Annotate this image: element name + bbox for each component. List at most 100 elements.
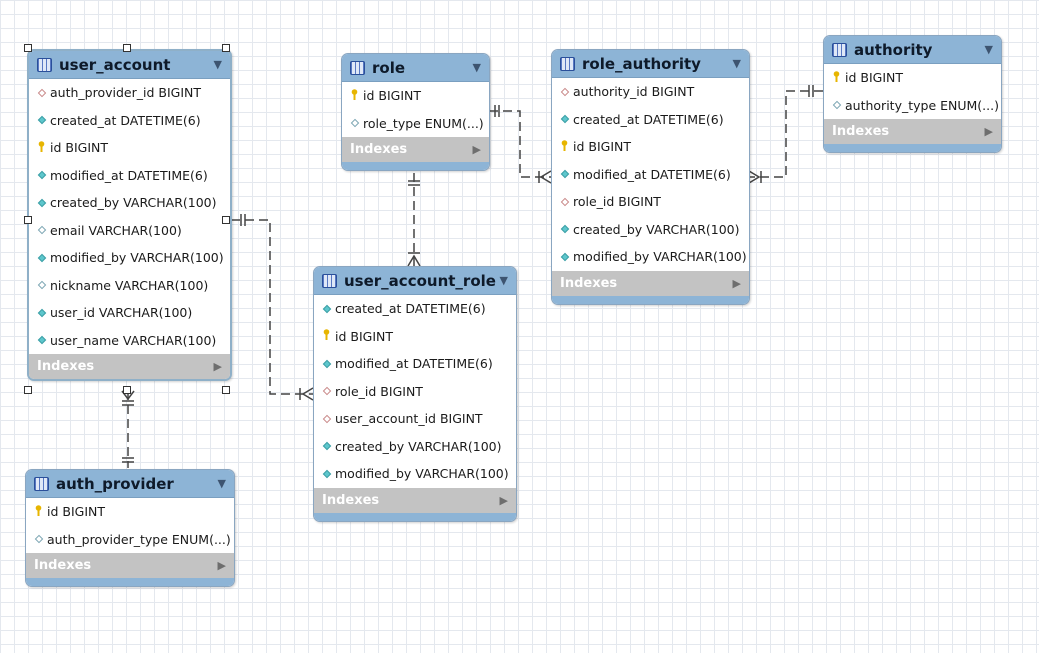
foreign-key-diamond-icon [321,387,332,396]
column-row[interactable]: modified_at DATETIME(6) [314,350,516,378]
expand-arrow-icon[interactable]: ▶ [472,143,481,156]
resize-handle-n[interactable] [123,44,131,52]
resize-handle-e[interactable] [222,216,230,224]
column-row[interactable]: id BIGINT [29,134,230,162]
not-null-diamond-icon [36,198,47,207]
primary-key-icon [321,329,332,343]
collapse-arrow-icon[interactable]: ▼ [217,477,226,490]
expand-arrow-icon[interactable]: ▶ [984,125,993,138]
collapse-arrow-icon[interactable]: ▼ [499,274,508,287]
resize-handle-w[interactable] [24,216,32,224]
table-name: role_authority [582,54,701,73]
table-footer [552,295,749,304]
indexes-section[interactable]: Indexes ▶ [29,354,230,379]
column-label: user_account_id BIGINT [335,411,483,427]
table-header[interactable]: auth_provider ▼ [26,470,234,498]
column-label: created_at DATETIME(6) [573,111,724,127]
primary-key-icon [559,139,570,154]
connector-role-to-role-authority[interactable] [489,110,551,178]
column-row[interactable]: nickname VARCHAR(100) [29,272,230,300]
resize-handle-se[interactable] [222,386,230,394]
collapse-arrow-icon[interactable]: ▼ [472,61,481,74]
connector-authority-to-role-authority[interactable] [749,90,823,178]
table-role-authority[interactable]: role_authority ▼ authority_id BIGINT crea… [551,49,750,305]
column-label: user_id VARCHAR(100) [50,305,193,321]
table-footer [314,512,516,521]
column-label: created_by VARCHAR(100) [335,438,502,454]
indexes-section[interactable]: Indexes ▶ [824,119,1001,144]
column-row[interactable]: id BIGINT [26,498,234,526]
column-row[interactable]: modified_at DATETIME(6) [552,161,749,189]
expand-arrow-icon[interactable]: ▶ [217,559,226,572]
indexes-label: Indexes [832,124,890,139]
collapse-arrow-icon[interactable]: ▼ [213,58,222,71]
resize-handle-ne[interactable] [222,44,230,52]
column-row[interactable]: id BIGINT [552,133,749,161]
column-row[interactable]: user_id VARCHAR(100) [29,299,230,327]
column-row[interactable]: created_by VARCHAR(100) [314,433,516,461]
column-label: authority_id BIGINT [573,84,695,100]
expand-arrow-icon[interactable]: ▶ [499,493,508,507]
column-row[interactable]: role_id BIGINT [552,188,749,216]
indexes-section[interactable]: Indexes ▶ [552,270,749,296]
collapse-arrow-icon[interactable]: ▼ [732,57,741,70]
indexes-section[interactable]: Indexes ▶ [314,487,516,513]
table-footer [342,162,489,170]
nullable-diamond-icon [349,119,360,128]
table-user-account[interactable]: user_account ▼ auth_provider_id BIGINT cr… [27,49,232,381]
column-row[interactable]: modified_by VARCHAR(100) [29,244,230,272]
column-row[interactable]: created_at DATETIME(6) [552,106,749,134]
column-label: auth_provider_id BIGINT [50,85,201,101]
column-row[interactable]: user_name VARCHAR(100) [29,327,230,355]
column-row[interactable]: created_by VARCHAR(100) [29,189,230,217]
column-row[interactable]: id BIGINT [314,323,516,351]
column-row[interactable]: user_account_id BIGINT [314,405,516,433]
table-header[interactable]: user_account ▼ [29,51,230,79]
nullable-diamond-icon [36,281,47,290]
indexes-section[interactable]: Indexes ▶ [26,553,234,578]
column-row[interactable]: modified_by VARCHAR(100) [314,460,516,488]
column-row[interactable]: authority_id BIGINT [552,78,749,106]
column-row[interactable]: email VARCHAR(100) [29,217,230,245]
primary-key-icon [36,140,47,155]
primary-key-icon [33,504,44,519]
column-row[interactable]: modified_by VARCHAR(100) [552,243,749,271]
expand-arrow-icon[interactable]: ▶ [732,276,741,290]
expand-arrow-icon[interactable]: ▶ [213,360,222,373]
table-icon [34,476,49,491]
connector-user-account-to-user-account-role[interactable] [231,219,313,395]
table-name: authority [854,40,933,59]
table-header[interactable]: user_account_role ▼ [314,267,516,295]
resize-handle-sw[interactable] [24,386,32,394]
column-row[interactable]: authority_type ENUM(...) [824,92,1001,120]
column-row[interactable]: role_id BIGINT [314,378,516,406]
column-row[interactable]: id BIGINT [824,64,1001,92]
column-row[interactable]: auth_provider_type ENUM(...) [26,526,234,554]
column-row[interactable]: created_at DATETIME(6) [314,295,516,323]
table-header[interactable]: authority ▼ [824,36,1001,64]
table-header[interactable]: role_authority ▼ [552,50,749,78]
indexes-section[interactable]: Indexes ▶ [342,137,489,162]
column-row[interactable]: auth_provider_id BIGINT [29,79,230,107]
connector-end-marks-1 [240,214,314,401]
column-row[interactable]: created_by VARCHAR(100) [552,216,749,244]
column-label: id BIGINT [845,70,904,86]
resize-handle-nw[interactable] [24,44,32,52]
nullable-diamond-icon [33,535,44,544]
table-authority[interactable]: authority ▼ id BIGINT authority_type ENUM… [823,35,1002,153]
column-row[interactable]: created_at DATETIME(6) [29,107,230,135]
connector-end-marks-2 [407,180,421,267]
not-null-diamond-icon [36,253,47,262]
collapse-arrow-icon[interactable]: ▼ [984,43,993,56]
resize-handle-s[interactable] [123,386,131,394]
table-name: user_account_role [344,271,496,290]
table-header[interactable]: role ▼ [342,54,489,82]
column-row[interactable]: role_type ENUM(...) [342,110,489,138]
indexes-label: Indexes [322,492,380,508]
column-row[interactable]: id BIGINT [342,82,489,110]
table-user-account-role[interactable]: user_account_role ▼ created_at DATETIME(… [313,266,517,522]
column-row[interactable]: modified_at DATETIME(6) [29,162,230,190]
not-null-diamond-icon [321,442,332,451]
